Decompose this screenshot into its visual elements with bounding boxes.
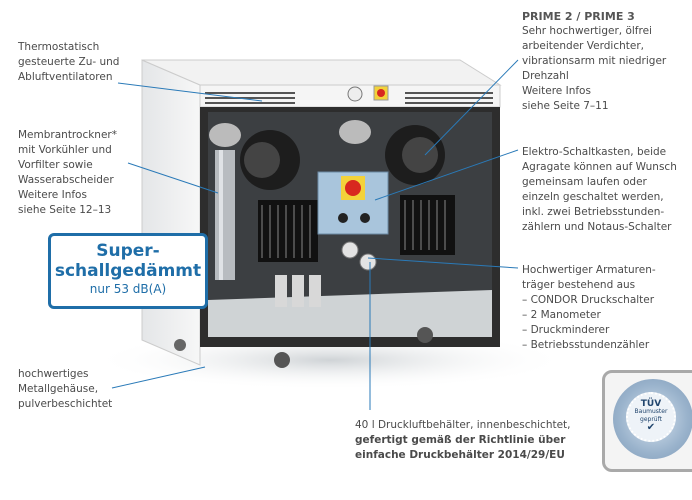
note-line: träger bestehend aus bbox=[522, 279, 636, 291]
note-line: – 2 Manometer bbox=[522, 309, 601, 321]
note-line: 40 l Druckluftbehälter, innenbeschichtet… bbox=[355, 419, 571, 431]
noise-highlight-box: Super- schallgedämmt nur 53 dB(A) bbox=[48, 233, 208, 309]
highlight-line1: Super- bbox=[96, 241, 160, 261]
note-line: Drehzahl bbox=[522, 70, 569, 82]
note-line: Vorfilter sowie bbox=[18, 159, 93, 171]
note-line: Thermostatisch bbox=[18, 41, 100, 53]
dryer-note: Membrantrockner* mit Vorkühler und Vorfi… bbox=[18, 128, 117, 218]
note-line: Membrantrockner* bbox=[18, 129, 117, 141]
note-line: inkl. zwei Betriebsstunden- bbox=[522, 206, 665, 218]
tuv-seal-icon: TÜV Baumuster geprüft ✔ bbox=[613, 379, 692, 459]
note-line-bold: gefertigt gemäß der Richtlinie über bbox=[355, 434, 566, 446]
noise-level: nur 53 dB(A) bbox=[89, 282, 167, 296]
note-line: Wasserabscheider bbox=[18, 174, 114, 186]
note-line: siehe Seite 12–13 bbox=[18, 204, 112, 216]
note-line: Weitere Infos bbox=[522, 85, 591, 97]
note-line: zählern und Notaus-Schalter bbox=[522, 221, 672, 233]
note-line: Metallgehäuse, bbox=[18, 383, 99, 395]
note-line: gesteuerte Zu- und bbox=[18, 56, 120, 68]
tank-note: 40 l Druckluftbehälter, innenbeschichtet… bbox=[355, 418, 571, 463]
note-line: pulverbeschichtet bbox=[18, 398, 113, 410]
note-line: Agragate können auf Wunsch bbox=[522, 161, 677, 173]
checkmark-icon: ✔ bbox=[646, 422, 656, 433]
note-line: siehe Seite 7–11 bbox=[522, 100, 609, 112]
note-line: Weitere Infos bbox=[18, 189, 87, 201]
prime-title: PRIME 2 / PRIME 3 bbox=[522, 10, 635, 23]
tuv-seal: TÜV Baumuster geprüft ✔ bbox=[602, 370, 692, 472]
note-line: mit Vorkühler und bbox=[18, 144, 112, 156]
note-line: arbeitender Verdichter, bbox=[522, 40, 645, 52]
note-line: Sehr hochwertiger, ölfrei bbox=[522, 25, 652, 37]
prime-note: PRIME 2 / PRIME 3 Sehr hochwertiger, ölf… bbox=[522, 9, 666, 114]
housing-note: hochwertiges Metallgehäuse, pulverbeschi… bbox=[18, 367, 112, 412]
note-line: gemeinsam laufen oder bbox=[522, 176, 647, 188]
note-line: Abluftventilatoren bbox=[18, 71, 113, 83]
leader-lines bbox=[111, 59, 519, 410]
tuv-sub: geprüft bbox=[640, 416, 662, 423]
control-box-note: Elektro-Schaltkasten, beide Agragate kön… bbox=[522, 145, 677, 235]
note-line: einzeln geschaltet werden, bbox=[522, 191, 664, 203]
note-line: hochwertiges bbox=[18, 368, 89, 380]
note-line: – CONDOR Druckschalter bbox=[522, 294, 655, 306]
note-line: – Betriebsstundenzähler bbox=[522, 339, 650, 351]
note-line: Hochwertiger Armaturen- bbox=[522, 264, 656, 276]
cabinet bbox=[141, 59, 502, 368]
highlight-line2: schallgedämmt bbox=[54, 261, 202, 281]
fittings-note: Hochwertiger Armaturen- träger bestehend… bbox=[522, 263, 656, 353]
tuv-sub: Baumuster bbox=[634, 408, 668, 415]
note-line: Elektro-Schaltkasten, beide bbox=[522, 146, 667, 158]
tuv-title: TÜV bbox=[640, 399, 662, 409]
ventilation-note: Thermostatisch gesteuerte Zu- und Abluft… bbox=[18, 40, 119, 85]
note-line-bold: einfache Druckbehälter 2014/29/EU bbox=[355, 449, 565, 461]
note-line: – Druckminderer bbox=[522, 324, 610, 336]
note-line: vibrationsarm mit niedriger bbox=[522, 55, 667, 67]
